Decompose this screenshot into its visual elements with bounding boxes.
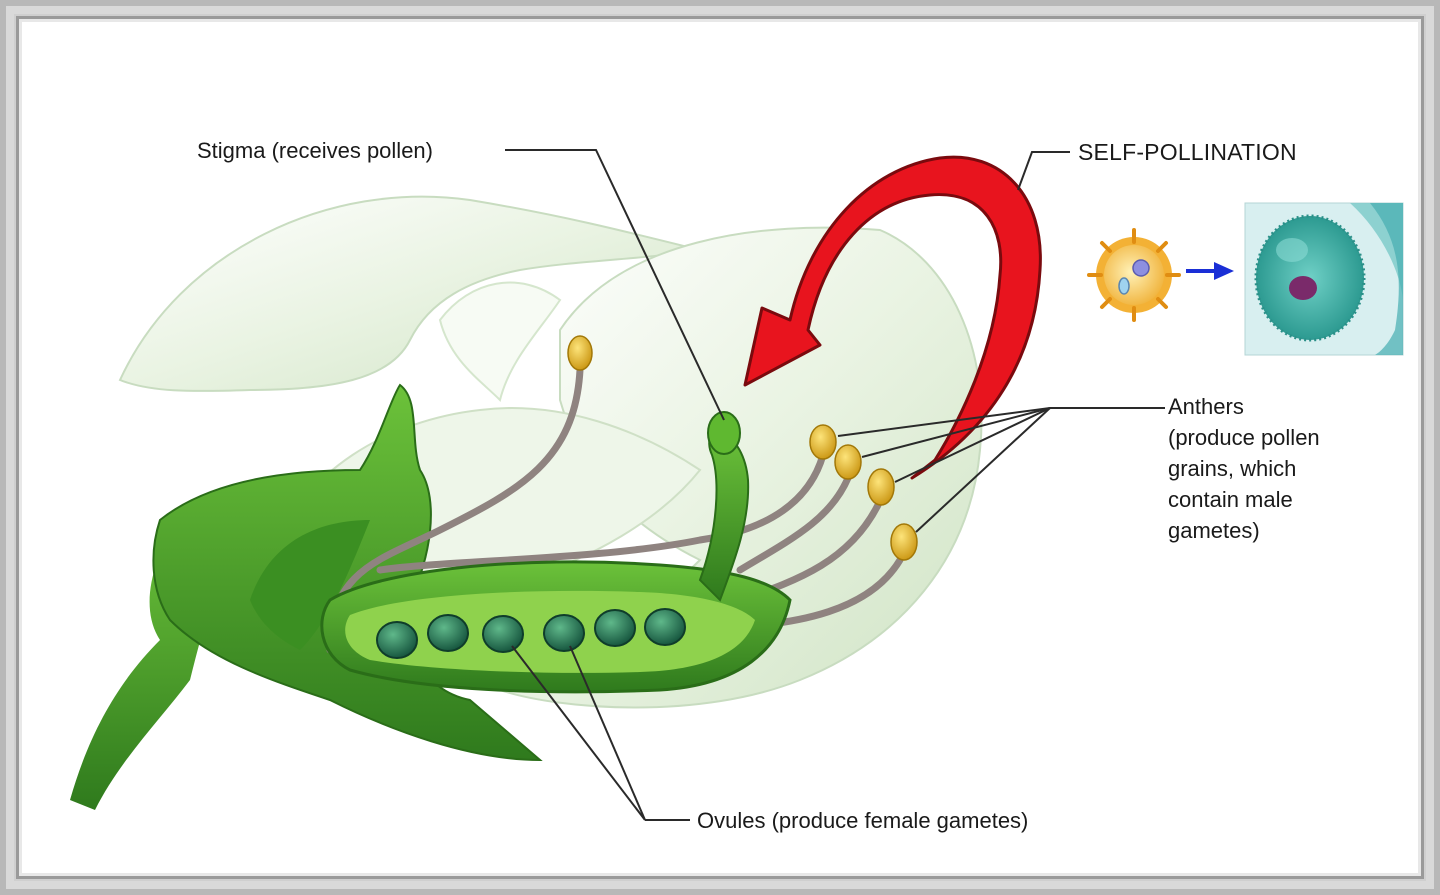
filament-3 [736, 474, 852, 574]
sepal-inner [250, 520, 370, 650]
title-leader [1017, 151, 1070, 191]
ovule-5 [594, 609, 636, 647]
leader-lines [505, 149, 1165, 821]
stigma-label: Stigma (receives pollen) [197, 138, 433, 163]
pollen-grain-icon [1087, 228, 1181, 322]
red-curved-arrow-icon [743, 155, 1042, 480]
ovules-label: Ovules (produce female gametes) [697, 808, 1029, 833]
anther-2 [809, 424, 837, 460]
anthers-label-line-5: gametes) [1168, 518, 1260, 543]
anthers [567, 335, 918, 561]
micrograph-image [1244, 202, 1404, 356]
ovules-leader-2 [569, 645, 646, 821]
sepal-and-stem [70, 383, 543, 810]
ovule-2 [427, 614, 469, 652]
ovules [376, 608, 686, 659]
anther-1 [567, 335, 593, 371]
anther-5 [890, 523, 918, 561]
ovules-leader-1 [511, 645, 646, 821]
anthers-label-line-4: contain male [1168, 487, 1293, 512]
anthers-leader-3 [894, 407, 1051, 483]
anther-4 [867, 468, 895, 506]
ovule-1 [376, 621, 418, 659]
anthers-leader-4 [915, 407, 1051, 533]
ovule-3 [482, 615, 524, 653]
anthers-label: Anthers (produce pollen grains, which co… [1168, 391, 1320, 546]
upper-petal [118, 195, 701, 392]
filament-2 [376, 451, 827, 574]
diagram-title: SELF-POLLINATION [1078, 139, 1297, 165]
anthers-leader-2 [861, 407, 1051, 458]
fold-petal [438, 281, 562, 402]
stigma [707, 411, 741, 455]
blue-arrow-icon [1186, 262, 1234, 280]
anther-3 [834, 444, 862, 480]
ovule-6 [644, 608, 686, 646]
anthers-label-line-3: grains, which [1168, 456, 1297, 481]
anthers-label-line-2: (produce pollen [1168, 425, 1320, 450]
anthers-label-line-1: Anthers [1168, 394, 1244, 419]
ovule-4 [543, 614, 585, 652]
anthers-leader-1 [837, 407, 1051, 437]
stigma-leader [505, 149, 725, 421]
